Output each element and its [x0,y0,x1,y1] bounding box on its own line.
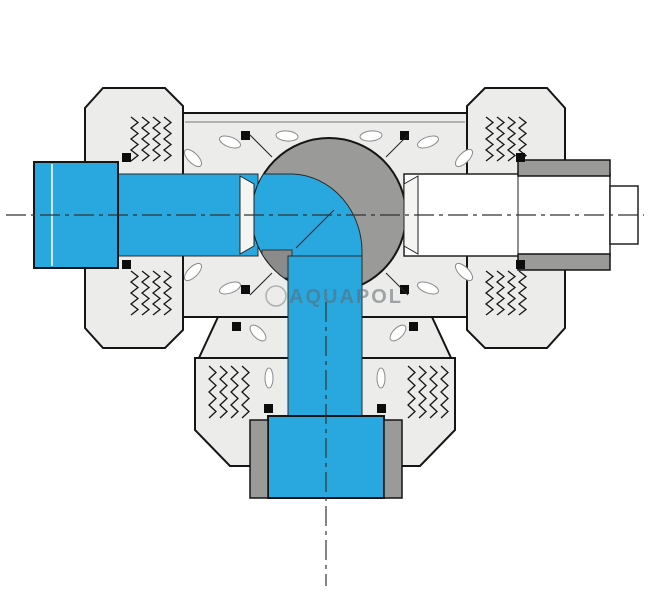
bottom-pipe-wall-right [383,419,403,499]
o-ring [122,153,131,162]
o-ring [264,404,273,413]
body-holes [183,130,474,389]
rib-line [249,134,273,158]
passage-leader-line [295,209,335,249]
body-hole [376,367,386,389]
rib-line [385,272,409,296]
o-ring [232,322,241,331]
body-hole [417,281,439,295]
o-ring [400,285,409,294]
o-ring [516,153,525,162]
ball-seat-right [403,175,419,255]
watermark: AQUAPOL [265,285,403,308]
body-hole [359,130,383,142]
body-hole [275,130,299,142]
body-hole [454,148,474,168]
rib-line [385,134,409,158]
body-hole [183,148,203,168]
body-hole [219,135,241,149]
bottom-pipe-wall-left [249,419,269,499]
body-hole [454,262,474,282]
body-hole [264,367,274,389]
body-hole [219,281,241,295]
o-ring [241,285,250,294]
detail-lines [249,134,409,296]
rib-line [249,272,273,296]
o-ring [409,322,418,331]
branch-bore [287,255,363,423]
o-ring [516,260,525,269]
body-hole [417,135,439,149]
body-hole [183,262,203,282]
body-hole [249,324,267,342]
watermark-text: AQUAPOL [289,286,403,308]
right-pipe-wall-bottom [517,253,611,271]
o-ring [377,404,386,413]
watermark-logo-icon [265,285,287,307]
centerlines [6,214,644,586]
body-hole [389,324,407,342]
o-ring [122,260,131,269]
o-ring-seals [122,131,525,413]
o-ring [241,131,250,140]
o-ring [400,131,409,140]
right-pipe-wall-top [517,159,611,177]
